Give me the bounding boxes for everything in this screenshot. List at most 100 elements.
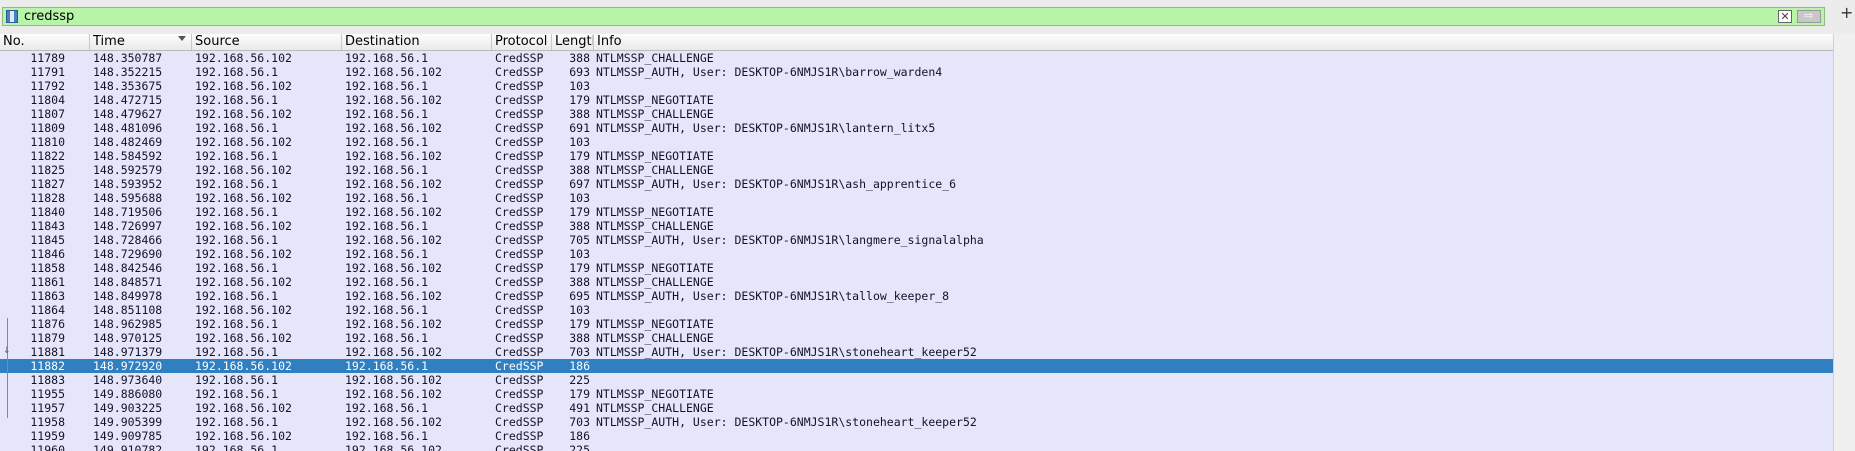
column-header-length[interactable]: Length (552, 34, 594, 50)
filter-text[interactable]: credssp (24, 9, 75, 24)
cell-destination: 192.168.56.102 (345, 65, 442, 79)
cell-no: 11843 (30, 219, 65, 233)
cell-protocol: CredSSP (495, 359, 544, 373)
cell-source: 192.168.56.102 (195, 135, 292, 149)
cell-time: 148.482469 (93, 135, 163, 149)
cell-info: NTLMSSP_NEGOTIATE (596, 149, 714, 163)
cell-source: 192.168.56.1 (195, 289, 279, 303)
filter-bookmark-icon[interactable] (6, 10, 18, 23)
cell-destination: 192.168.56.1 (345, 51, 429, 65)
apply-arrow-icon[interactable]: ⇨ (1797, 10, 1821, 23)
column-header-source[interactable]: Source (192, 34, 342, 50)
cell-protocol: CredSSP (495, 93, 544, 107)
cell-protocol: CredSSP (495, 135, 544, 149)
cell-info: NTLMSSP_NEGOTIATE (596, 387, 714, 401)
cell-time: 148.353675 (93, 79, 163, 93)
cell-length: 388 (569, 51, 590, 65)
cell-protocol: CredSSP (495, 177, 544, 191)
cell-destination: 192.168.56.102 (345, 373, 442, 387)
cell-protocol: CredSSP (495, 443, 544, 451)
cell-info: NTLMSSP_CHALLENGE (596, 331, 714, 345)
cell-no: 11809 (30, 121, 65, 135)
vertical-scrollbar[interactable] (1833, 34, 1855, 451)
cell-destination: 192.168.56.102 (345, 387, 442, 401)
cell-length: 179 (569, 387, 590, 401)
column-header-protocol[interactable]: Protocol (492, 34, 552, 50)
cell-time: 149.886080 (93, 387, 163, 401)
cell-destination: 192.168.56.1 (345, 429, 429, 443)
cell-no: 11827 (30, 177, 65, 191)
cell-length: 388 (569, 107, 590, 121)
cell-destination: 192.168.56.1 (345, 219, 429, 233)
table-row[interactable]: 11843 148.726997 192.168.56.102 192.168.56.… (0, 219, 1833, 233)
cell-protocol: CredSSP (495, 65, 544, 79)
cell-info: NTLMSSP_AUTH, User: DESKTOP-6NMJS1R\lang… (596, 233, 984, 247)
cell-no: 11828 (30, 191, 65, 205)
cell-time: 148.848571 (93, 275, 163, 289)
cell-info: NTLMSSP_CHALLENGE (596, 163, 714, 177)
cell-source: 192.168.56.102 (195, 219, 292, 233)
cell-time: 148.726997 (93, 219, 163, 233)
cell-protocol: CredSSP (495, 233, 544, 247)
cell-protocol: CredSSP (495, 429, 544, 443)
cell-length: 179 (569, 149, 590, 163)
cell-protocol: CredSSP (495, 191, 544, 205)
display-filter-input[interactable]: credssp ✕ ⇨ (2, 7, 1825, 26)
cell-length: 103 (569, 135, 590, 149)
cell-protocol: CredSSP (495, 289, 544, 303)
cell-destination: 192.168.56.102 (345, 415, 442, 429)
display-filter-toolbar: credssp ✕ ⇨ + (0, 0, 1855, 34)
add-filter-button[interactable]: + (1840, 3, 1854, 22)
cell-source: 192.168.56.102 (195, 51, 292, 65)
cell-destination: 192.168.56.1 (345, 401, 429, 415)
column-header-no[interactable]: No. (0, 34, 90, 50)
cell-info: NTLMSSP_CHALLENGE (596, 275, 714, 289)
column-header-info[interactable]: Info (597, 34, 622, 49)
cell-time: 148.592579 (93, 163, 163, 177)
cell-source: 192.168.56.102 (195, 79, 292, 93)
clear-icon[interactable]: ✕ (1778, 10, 1792, 23)
cell-no: 11958 (30, 415, 65, 429)
cell-destination: 192.168.56.1 (345, 303, 429, 317)
cell-destination: 192.168.56.102 (345, 233, 442, 247)
column-header-destination[interactable]: Destination (342, 34, 492, 50)
cell-length: 691 (569, 121, 590, 135)
cell-destination: 192.168.56.1 (345, 275, 429, 289)
column-header-time[interactable]: Time (90, 34, 192, 50)
related-packet-guide-line (7, 318, 8, 418)
cell-no: 11960 (30, 443, 65, 451)
cell-no: 11789 (30, 51, 65, 65)
cell-length: 388 (569, 275, 590, 289)
cell-destination: 192.168.56.1 (345, 331, 429, 345)
cell-time: 148.352215 (93, 65, 163, 79)
